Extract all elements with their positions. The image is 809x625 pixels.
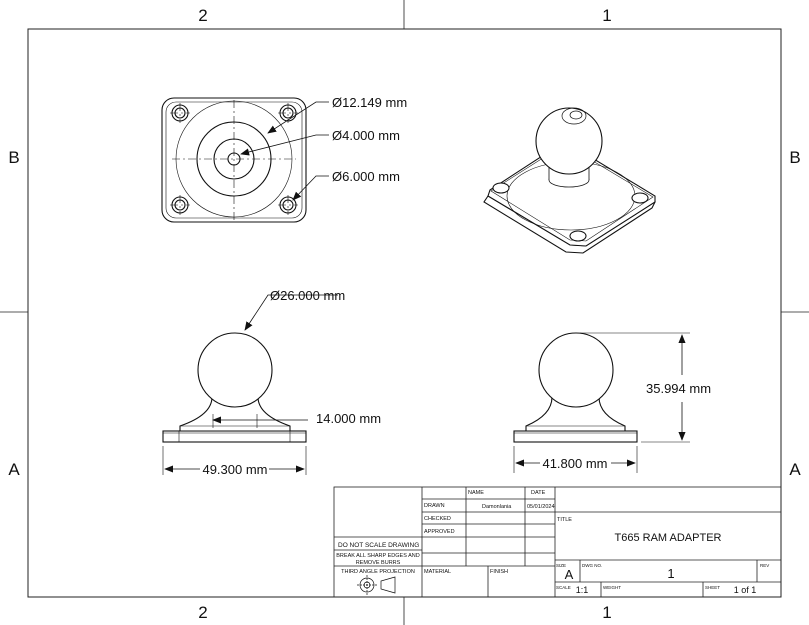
tb-material-label: MATERIAL <box>424 569 451 575</box>
tb-do-not-scale: DO NOT SCALE DRAWING <box>338 542 419 549</box>
tb-projection: THIRD ANGLE PROJECTION <box>341 569 415 575</box>
tb-drawn-name: Damonlania <box>482 504 512 510</box>
title-block <box>333 486 782 598</box>
dim-base-width-front: 49.300 mm <box>202 462 267 477</box>
tb-row-approved: APPROVED <box>424 529 455 535</box>
tb-size-value: A <box>565 567 574 582</box>
tb-col-name: NAME <box>468 490 484 496</box>
tb-row-checked: CHECKED <box>424 516 451 522</box>
front-view-dims <box>162 294 338 475</box>
dim-height: 35.994 mm <box>646 381 711 396</box>
zone-col-right-bottom: 1 <box>602 603 611 622</box>
tb-finish-label: FINISH <box>490 569 508 575</box>
title-block-text: NAME DATE DRAWN Damonlania 05/01/2024 CH… <box>336 490 769 595</box>
tb-title-label: TITLE <box>557 517 572 523</box>
zone-row-top-left: B <box>8 148 19 167</box>
zone-labels: 2 1 2 1 B B A A <box>8 6 801 622</box>
tb-break-edges-2: REMOVE BURRS <box>356 560 401 566</box>
tb-sheet-value: 1 of 1 <box>734 585 757 595</box>
tb-scale-label: SCALE <box>556 585 571 590</box>
tb-sheet-label: SHEET <box>705 585 720 590</box>
tb-dwg-no-label: DWG NO. <box>582 563 602 568</box>
tb-col-date: DATE <box>531 490 546 496</box>
zone-row-bottom-right: A <box>789 460 801 479</box>
zone-row-top-right: B <box>789 148 800 167</box>
dim-center-hole: Ø4.000 mm <box>332 128 400 143</box>
zone-row-bottom-left: A <box>8 460 20 479</box>
side-view <box>513 332 638 443</box>
dim-bolt-circle: Ø12.149 mm <box>332 95 407 110</box>
third-angle-projection-icon <box>357 575 396 595</box>
tb-rev-label: REV <box>760 563 769 568</box>
tb-break-edges-1: BREAK ALL SHARP EDGES AND <box>336 553 419 559</box>
front-view <box>162 332 307 443</box>
top-view-leaders <box>240 101 329 201</box>
tb-weight-label: WEIGHT <box>603 585 621 590</box>
tb-row-drawn: DRAWN <box>424 503 445 509</box>
zone-col-left-bottom: 2 <box>198 603 207 622</box>
side-view-dims <box>513 332 690 473</box>
dim-ball-diameter: Ø26.000 mm <box>270 288 345 303</box>
tb-size-label: SIZE <box>556 563 566 568</box>
tb-scale-value: 1:1 <box>576 585 589 595</box>
isometric-view <box>483 107 656 254</box>
dim-neck-width: 14.000 mm <box>316 411 381 426</box>
dim-mount-holes: Ø6.000 mm <box>332 169 400 184</box>
dim-base-width-side: 41.800 mm <box>542 456 607 471</box>
tb-dwg-no-value: 1 <box>667 566 674 581</box>
tb-drawn-date: 05/01/2024 <box>527 504 555 510</box>
top-view <box>161 97 307 223</box>
zone-col-left-top: 2 <box>198 6 207 25</box>
zone-col-right-top: 1 <box>602 6 611 25</box>
tb-title: T665 RAM ADAPTER <box>615 532 722 544</box>
